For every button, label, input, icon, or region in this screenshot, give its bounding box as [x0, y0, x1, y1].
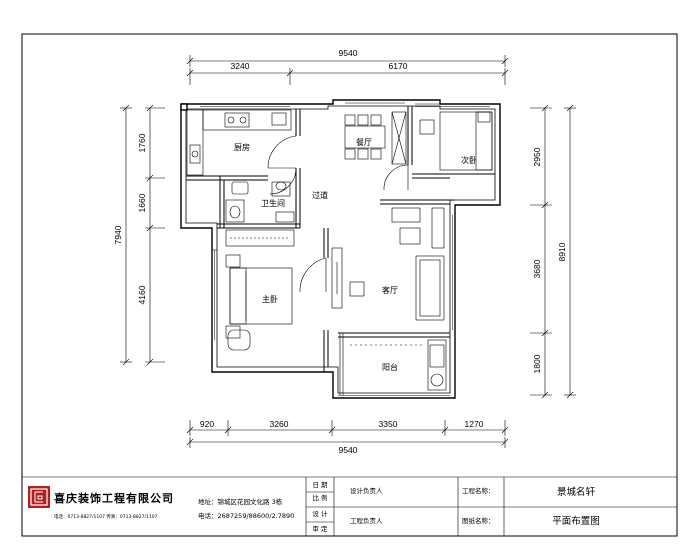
- company-contact-tiny: 电话：0713-8827/1107 传真：0713-8827/1107: [54, 513, 158, 520]
- room-label-bathroom: 卫生间: [261, 198, 285, 208]
- room-label-balcony: 阳台: [382, 362, 398, 372]
- dim-left-2: 1660: [137, 193, 147, 212]
- label-date: 日 期: [312, 481, 328, 489]
- project-name-label: 工程名称：: [462, 486, 495, 495]
- room-label-dining: 餐厅: [356, 138, 372, 147]
- furniture: [186, 109, 493, 391]
- label-scale: 比 例: [312, 493, 327, 502]
- dim-right-3: 1800: [532, 354, 542, 373]
- room-label-living-room: 客厅: [382, 285, 398, 295]
- company-address: 地址：锦城区花园文化路 3栋: [198, 497, 283, 506]
- dim-top-right: 6170: [389, 61, 408, 71]
- interior-walls: [186, 106, 495, 372]
- dimension-lines: [120, 55, 576, 448]
- dim-left-1: 1760: [137, 133, 147, 152]
- title-block: [22, 476, 677, 536]
- doors: [267, 135, 409, 395]
- label-design: 设 计: [312, 509, 328, 518]
- dim-bottom-2: 3260: [270, 419, 289, 429]
- dim-bottom-3: 3350: [379, 419, 398, 429]
- dim-bottom-4: 1270: [465, 419, 484, 429]
- dim-left-total: 7940: [113, 225, 123, 244]
- room-label-corridor: 过道: [312, 190, 328, 200]
- dim-right-total: 8910: [557, 242, 567, 261]
- engineer-label: 工程负责人: [350, 516, 383, 525]
- sheet-border: [21, 33, 678, 537]
- walls: [180, 99, 501, 399]
- dim-bottom-total: 9540: [339, 445, 358, 455]
- label-approve: 审 定: [312, 524, 328, 533]
- room-label-kitchen: 厨房: [234, 142, 250, 152]
- windows: [200, 99, 490, 399]
- company-logo: [28, 486, 50, 508]
- dim-right-2: 3680: [532, 259, 542, 278]
- drawing-name-label: 图纸名称：: [462, 516, 495, 525]
- designer-label: 设计负责人: [350, 486, 383, 495]
- dim-top-total: 9540: [339, 48, 358, 58]
- company-phone: 电话：2687259/88600/2.7890: [198, 511, 294, 520]
- dim-right-1: 2950: [532, 147, 542, 166]
- dim-top-left: 3240: [231, 61, 250, 71]
- room-label-second-bedroom: 次卧: [461, 155, 477, 165]
- company-name: 喜庆装饰工程有限公司: [54, 491, 174, 505]
- dim-left-3: 4160: [137, 285, 147, 304]
- room-label-master-bedroom: 主卧: [262, 294, 278, 304]
- drawing-name: 平面布置图: [552, 515, 600, 527]
- project-name: 景城名轩: [557, 486, 596, 498]
- dim-bottom-1: 920: [200, 419, 214, 429]
